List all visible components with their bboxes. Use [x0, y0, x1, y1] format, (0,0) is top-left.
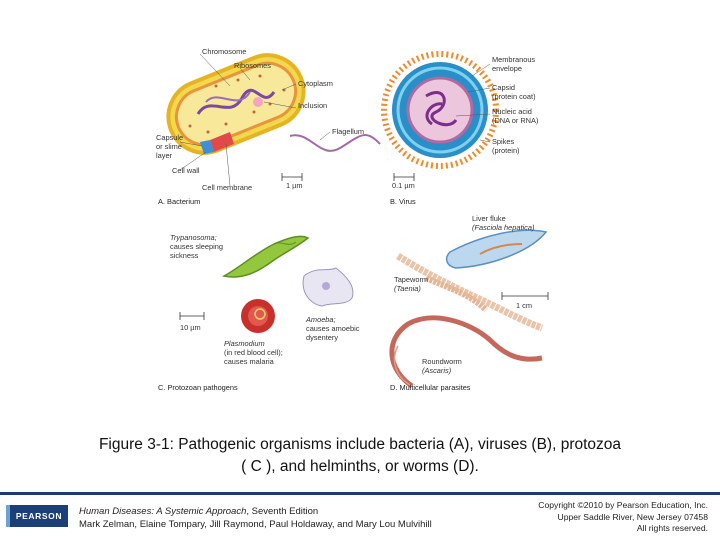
inclusion-shape	[253, 97, 263, 107]
ribosome-dot	[224, 122, 228, 126]
ribosome-dot	[252, 110, 256, 114]
chromosome-strand	[205, 91, 251, 103]
label-capsule-2: or slime	[156, 142, 182, 151]
scale-1cm: 1 cm	[516, 301, 532, 310]
pathogen-illustration: Chromosome Ribosomes Cytoplasm Inclusion…	[156, 47, 549, 392]
label-ribosomes: Ribosomes	[234, 61, 271, 70]
label-liver-fluke-1: Liver fluke	[472, 214, 506, 223]
ribosome-dot	[214, 84, 218, 88]
ribosome-dot	[206, 130, 210, 134]
label-tapeworm-1: Tapeworm	[394, 275, 428, 284]
label-capsid-2: (protein coat)	[492, 92, 536, 101]
plasmodium-shape	[254, 308, 266, 320]
label-nucleic-1: Nucleic acid	[492, 107, 532, 116]
trypanosoma-membrane	[273, 241, 297, 245]
caption-line-2: ( C ), and helminths, or worms (D).	[241, 458, 479, 475]
scale-10um: 10 µm	[180, 323, 201, 332]
scale-1um: 1 µm	[286, 181, 303, 190]
label-trypanosoma-3: sickness	[170, 251, 199, 260]
panel-title-bacterium: A. Bacterium	[158, 197, 200, 206]
label-capsule-1: Capsule	[156, 133, 183, 142]
pathogen-figure: Chromosome Ribosomes Cytoplasm Inclusion…	[150, 40, 560, 400]
flagellum-shape	[289, 134, 381, 152]
panel-title-virus: B. Virus	[390, 197, 416, 206]
cell-membrane-cutaway	[210, 132, 234, 152]
label-amoeba-2: causes amoebic	[306, 324, 360, 333]
parasites-illustration	[389, 229, 549, 389]
ribosome-dot	[258, 74, 262, 78]
copyright-line-3: All rights reserved.	[636, 523, 708, 533]
nucleic-acid-shape	[425, 91, 458, 127]
tapeworm-segment	[424, 275, 489, 313]
label-liver-fluke-2: (Fasciola hepatica)	[472, 223, 535, 232]
ribosome-dot	[188, 124, 192, 128]
label-plasmodium-3: causes malaria	[224, 357, 275, 366]
figure-caption: Figure 3-1: Pathogenic organisms include…	[40, 434, 680, 478]
label-capsule-3: layer	[156, 151, 173, 160]
book-citation: Human Diseases: A Systemic Approach, Sev…	[79, 505, 432, 531]
ribosome-dot	[236, 78, 240, 82]
label-cell-wall: Cell wall	[172, 166, 200, 175]
label-nucleic-2: (DNA or RNA)	[492, 116, 538, 125]
label-plasmodium-2: (in red blood cell);	[224, 348, 283, 357]
label-cell-membrane: Cell membrane	[202, 183, 252, 192]
liver-fluke-organs	[479, 243, 523, 255]
pearson-logo: PEARSON	[6, 505, 68, 527]
book-authors: Mark Zelman, Elaine Tompary, Jill Raymon…	[79, 519, 432, 530]
label-trypanosoma-2: causes sleeping	[170, 242, 223, 251]
label-roundworm-1: Roundworm	[422, 357, 462, 366]
caption-line-1: Figure 3-1: Pathogenic organisms include…	[98, 436, 622, 453]
virus-illustration	[381, 51, 499, 181]
label-amoeba-3: dysentery	[306, 333, 338, 342]
amoeba-nucleus	[322, 282, 330, 290]
label-envelope-1: Membranous	[492, 55, 535, 64]
footer-rule	[0, 492, 720, 495]
label-flagellum: Flagellum	[332, 127, 364, 136]
label-spikes-1: Spikes	[492, 137, 514, 146]
trypanosoma-shape	[221, 235, 310, 278]
tapeworm-shape	[396, 253, 544, 332]
label-amoeba-1: Amoeba;	[305, 315, 336, 324]
rbc-center	[248, 306, 268, 326]
panel-title-protozoa: C. Protozoan pathogens	[158, 383, 238, 392]
protozoa-illustration	[179, 235, 354, 333]
label-spikes-2: (protein)	[492, 146, 520, 155]
label-inclusion: Inclusion	[298, 101, 327, 110]
chromosome-shape	[196, 88, 276, 115]
liver-fluke-shape	[445, 229, 548, 269]
spikes-shape	[381, 51, 499, 169]
label-envelope-2: envelope	[492, 64, 522, 73]
roundworm-shape	[389, 315, 543, 389]
bacterium-illustration	[166, 53, 381, 187]
label-tapeworm-2: (Taenia)	[394, 284, 421, 293]
label-trypanosoma-1: Trypanosoma;	[170, 233, 217, 242]
copyright-line-1: Copyright ©2010 by Pearson Education, In…	[538, 500, 708, 510]
pearson-logo-text: PEARSON	[15, 511, 63, 521]
envelope-inner-ring	[396, 66, 484, 154]
book-title: Human Diseases: A Systemic Approach	[79, 506, 247, 517]
label-cytoplasm: Cytoplasm	[298, 79, 333, 88]
scale-0-1um: 0.1 µm	[392, 181, 415, 190]
capsule-cutaway	[200, 140, 214, 154]
label-capsid-1: Capsid	[492, 83, 515, 92]
label-chromosome: Chromosome	[202, 47, 246, 56]
roundworm-highlight	[393, 345, 413, 387]
panel-title-parasites: D. Multicellular parasites	[390, 383, 471, 392]
copyright-line-2: Upper Saddle River, New Jersey 07458	[557, 511, 708, 522]
book-edition: , Seventh Edition	[246, 506, 319, 517]
label-roundworm-2: (Ascaris)	[422, 366, 452, 375]
book-title-line: Human Diseases: A Systemic Approach, Sev…	[79, 505, 432, 518]
label-plasmodium-1: Plasmodium	[224, 339, 265, 348]
copyright-notice: Copyright ©2010 by Pearson Education, In…	[478, 500, 708, 535]
